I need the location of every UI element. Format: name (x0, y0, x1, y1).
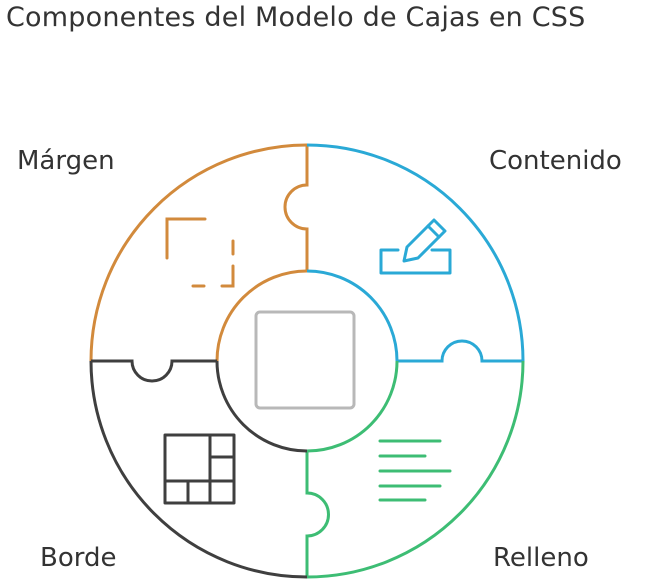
label-margin: Márgen (17, 146, 115, 176)
puzzle-piece-margin (89, 143, 309, 362)
label-padding: Relleno (493, 543, 589, 573)
dashed-square-icon (165, 217, 235, 288)
square-icon (254, 310, 356, 410)
puzzle-piece-padding (305, 360, 525, 579)
puzzle-piece-content (306, 143, 525, 363)
grid-layout-icon (163, 433, 236, 505)
puzzle-piece-border (89, 359, 308, 579)
label-content: Contenido (489, 146, 622, 176)
label-border: Borde (40, 543, 117, 573)
edit-pencil-icon (379, 218, 452, 275)
diagram-title: Componentes del Modelo de Cajas en CSS (6, 2, 586, 33)
text-lines-icon (378, 439, 452, 502)
